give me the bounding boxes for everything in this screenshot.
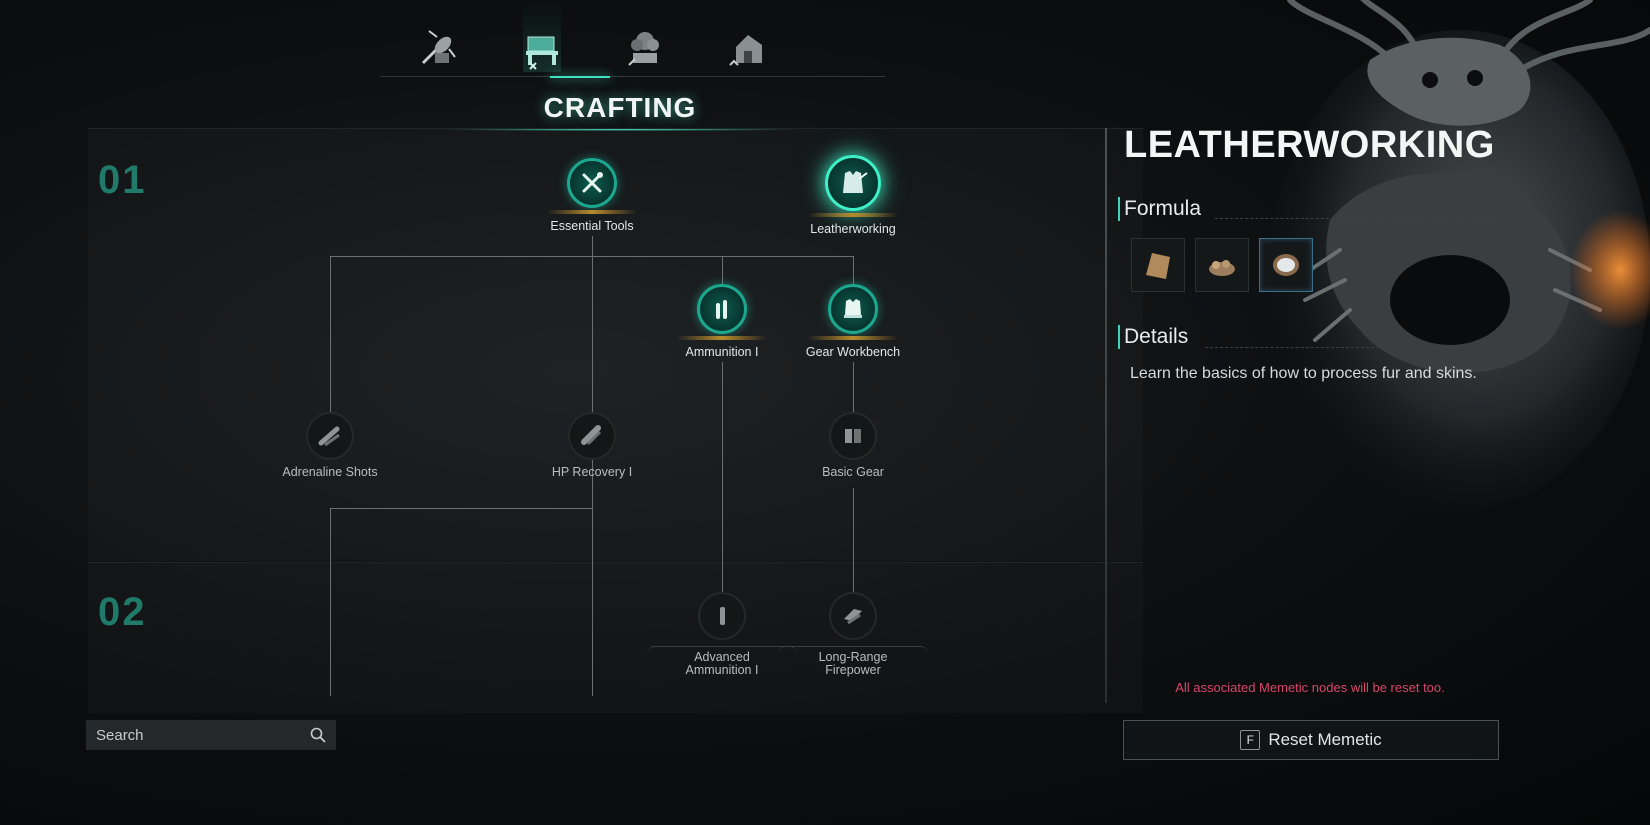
tools-icon: [567, 158, 617, 208]
tree-connector: [330, 256, 331, 416]
formula-item[interactable]: [1131, 238, 1185, 292]
bandage-icon: [568, 412, 616, 460]
tab-combat[interactable]: [412, 24, 462, 74]
leather-vest-icon: [825, 155, 881, 211]
workbench-icon: [526, 36, 558, 70]
tree-connector: [330, 508, 593, 509]
details-rule: [1205, 347, 1495, 349]
creature-artwork: [1270, 0, 1650, 510]
reset-warning: All associated Memetic nodes will be res…: [1175, 680, 1445, 695]
tabs-divider: [380, 76, 885, 77]
label-line: Firepower: [825, 663, 881, 677]
node-label: Long-Range Firepower: [778, 646, 928, 677]
formula-item[interactable]: [1259, 238, 1313, 292]
armor-icon: [829, 412, 877, 460]
node-base: [547, 210, 637, 214]
search-icon: [310, 727, 326, 743]
tree-connector: [330, 256, 854, 257]
bowl-icon: [1273, 254, 1299, 276]
bullets-icon: [697, 284, 747, 334]
node-base: [808, 213, 898, 217]
keybind-f: F: [1240, 730, 1261, 750]
details-heading: Details: [1118, 325, 1188, 349]
node-basic-gear[interactable]: Basic Gear: [778, 412, 928, 479]
fur-pile-icon: [1209, 260, 1235, 276]
node-adrenaline-shots[interactable]: Adrenaline Shots: [255, 412, 405, 479]
tree-connector: [722, 256, 723, 286]
label-line: Advanced: [694, 650, 750, 664]
search-placeholder: Search: [96, 726, 144, 744]
active-tab-indicator: [550, 76, 610, 78]
tree-connector: [592, 236, 593, 696]
rifle-parts-icon: [829, 592, 877, 640]
node-ammunition-1[interactable]: Ammunition I: [647, 284, 797, 359]
node-gear-workbench[interactable]: Gear Workbench: [778, 284, 928, 359]
node-hp-recovery-1[interactable]: HP Recovery I: [517, 412, 667, 479]
tab-farming[interactable]: [620, 24, 670, 74]
bullet-icon: [698, 592, 746, 640]
node-long-range-firepower[interactable]: Long-Range Firepower: [778, 592, 928, 677]
search-input[interactable]: Search: [86, 720, 336, 750]
node-label: Basic Gear: [822, 465, 884, 479]
tab-crafting[interactable]: [517, 0, 567, 74]
tier-panel-1: [88, 128, 1143, 561]
reset-memetic-button[interactable]: F Reset Memetic: [1123, 720, 1499, 760]
tree-connector: [722, 362, 723, 597]
node-base: [808, 336, 898, 340]
node-label: HP Recovery I: [551, 465, 633, 479]
house-icon: [729, 35, 762, 66]
panel-divider: [1105, 128, 1107, 703]
tier-number: 01: [98, 158, 147, 202]
node-label: Advanced Ammunition I: [647, 646, 797, 677]
plant-icon: [628, 32, 659, 66]
tree-connector: [330, 508, 331, 696]
formula-rule: [1215, 218, 1495, 220]
node-base: [677, 336, 767, 340]
node-label: Adrenaline Shots: [282, 465, 378, 479]
node-essential-tools[interactable]: Essential Tools: [517, 158, 667, 233]
node-label: Gear Workbench: [805, 345, 901, 359]
node-label: Ammunition I: [685, 345, 759, 359]
label-line: Long-Range: [818, 650, 888, 664]
node-leatherworking[interactable]: Leatherworking: [778, 155, 928, 236]
tab-building[interactable]: [723, 24, 773, 74]
detail-title: LEATHERWORKING: [1124, 124, 1495, 166]
label-line: Ammunition I: [685, 663, 759, 677]
leather-scrap-icon: [1146, 253, 1170, 279]
tier-number: 02: [98, 590, 147, 634]
node-label: Leatherworking: [810, 222, 896, 236]
reset-label: Reset Memetic: [1268, 730, 1382, 749]
hornet-icon: [421, 30, 456, 65]
formula-item[interactable]: [1195, 238, 1249, 292]
tree-connector: [853, 488, 854, 596]
syringe-icon: [306, 412, 354, 460]
tree-connector: [853, 362, 854, 417]
node-label: Essential Tools: [550, 219, 634, 233]
formula-heading: Formula: [1118, 197, 1201, 221]
title-glow: [440, 128, 800, 131]
section-title: CRAFTING: [543, 92, 697, 123]
tier-panel-2: [88, 562, 1143, 713]
gear-workbench-icon: [828, 284, 878, 334]
tree-connector: [853, 256, 854, 286]
details-text: Learn the basics of how to process fur a…: [1130, 365, 1477, 382]
node-advanced-ammunition-1[interactable]: Advanced Ammunition I: [647, 592, 797, 677]
